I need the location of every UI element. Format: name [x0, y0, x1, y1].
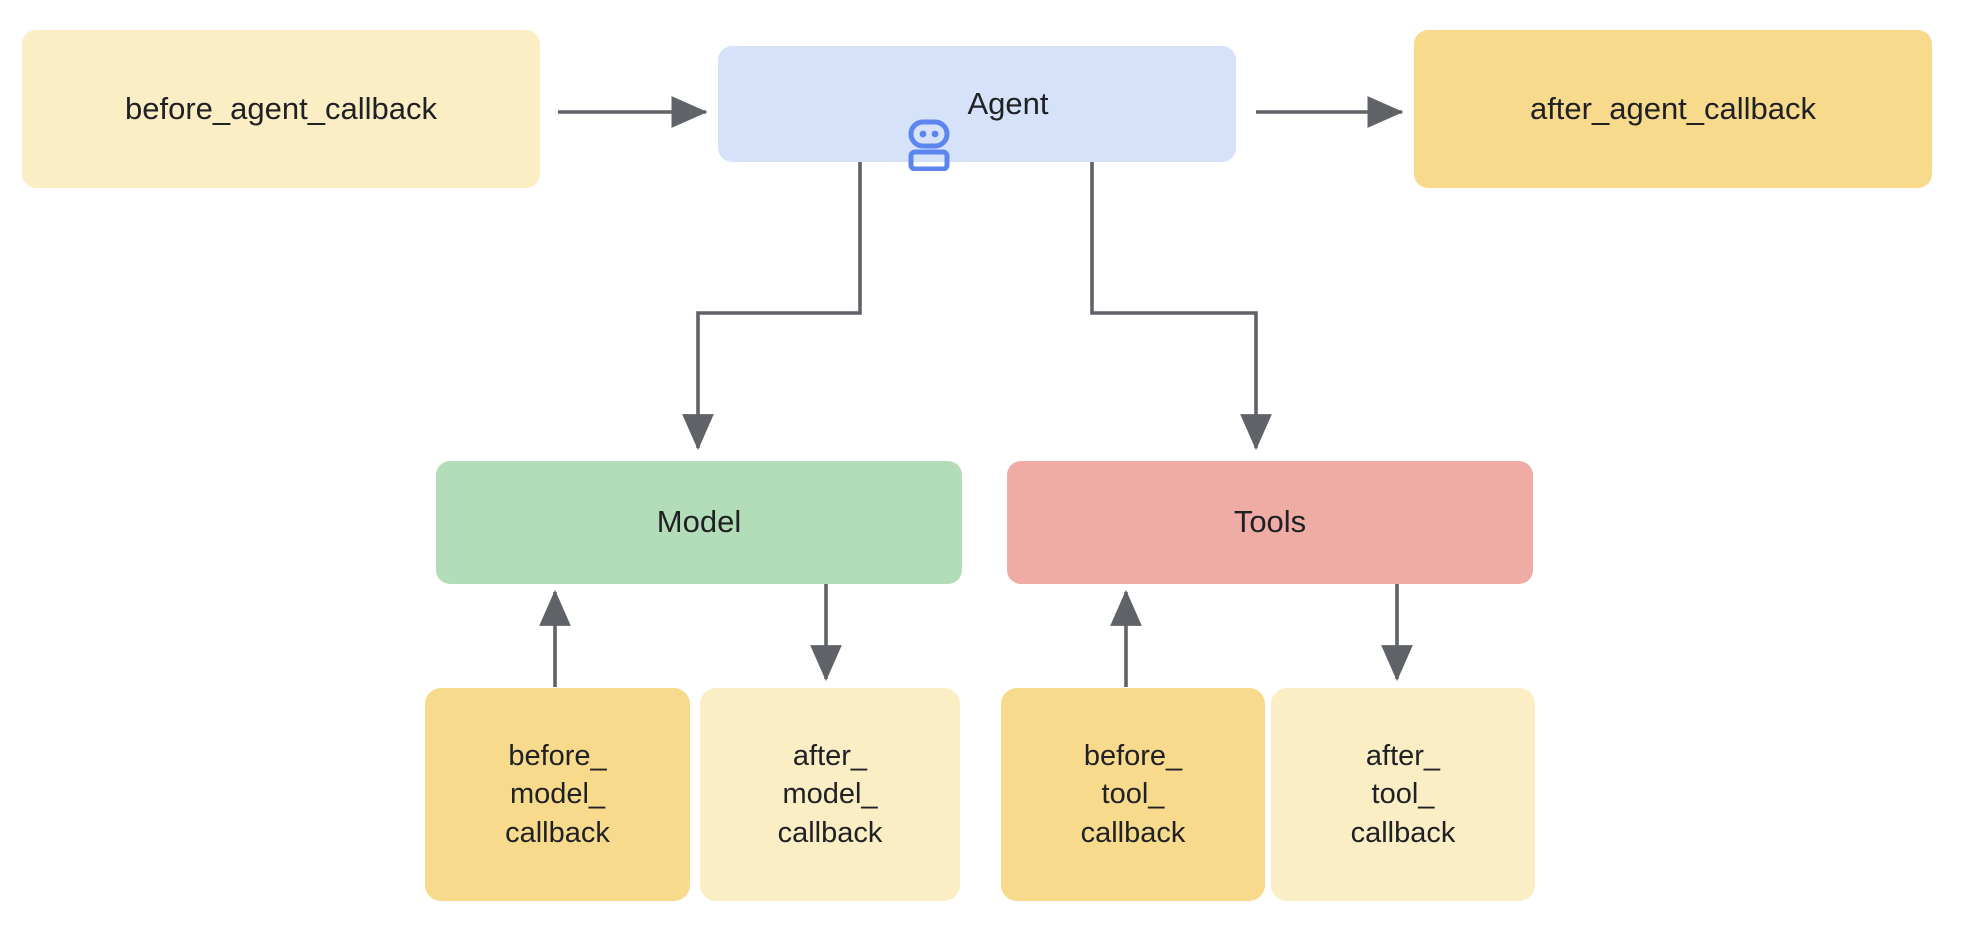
edge-agent-to-model — [682, 162, 862, 451]
node-after-agent-callback-label: after_agent_callback — [1529, 90, 1817, 126]
node-before-model-callback[interactable]: before_ model_ callback — [425, 688, 690, 901]
node-after-model-callback-label: after_ model_ callback — [777, 740, 883, 849]
node-before-agent-callback[interactable]: before_agent_callback — [22, 30, 540, 188]
node-before-agent-callback-label: before_agent_callback — [125, 90, 437, 126]
node-tools[interactable]: Tools — [1007, 461, 1533, 584]
edge-agent-to-tools — [1090, 162, 1272, 451]
node-agent-label: Agent — [967, 85, 1049, 121]
node-tools-label: Tools — [1233, 504, 1307, 540]
robot-icon — [905, 78, 953, 172]
node-before-tool-callback[interactable]: before_ tool_ callback — [1001, 688, 1265, 901]
node-after-model-callback[interactable]: after_ model_ callback — [700, 688, 960, 901]
node-model-label: Model — [656, 504, 742, 540]
node-before-model-callback-label: before_ model_ callback — [505, 740, 610, 849]
node-model[interactable]: Model — [436, 461, 962, 584]
node-agent[interactable]: Agent — [718, 46, 1236, 172]
node-after-tool-callback[interactable]: after_ tool_ callback — [1271, 688, 1535, 901]
node-after-agent-callback[interactable]: after_agent_callback — [1414, 30, 1932, 188]
node-after-tool-callback-label: after_ tool_ callback — [1350, 740, 1456, 849]
node-before-tool-callback-label: before_ tool_ callback — [1080, 740, 1186, 849]
